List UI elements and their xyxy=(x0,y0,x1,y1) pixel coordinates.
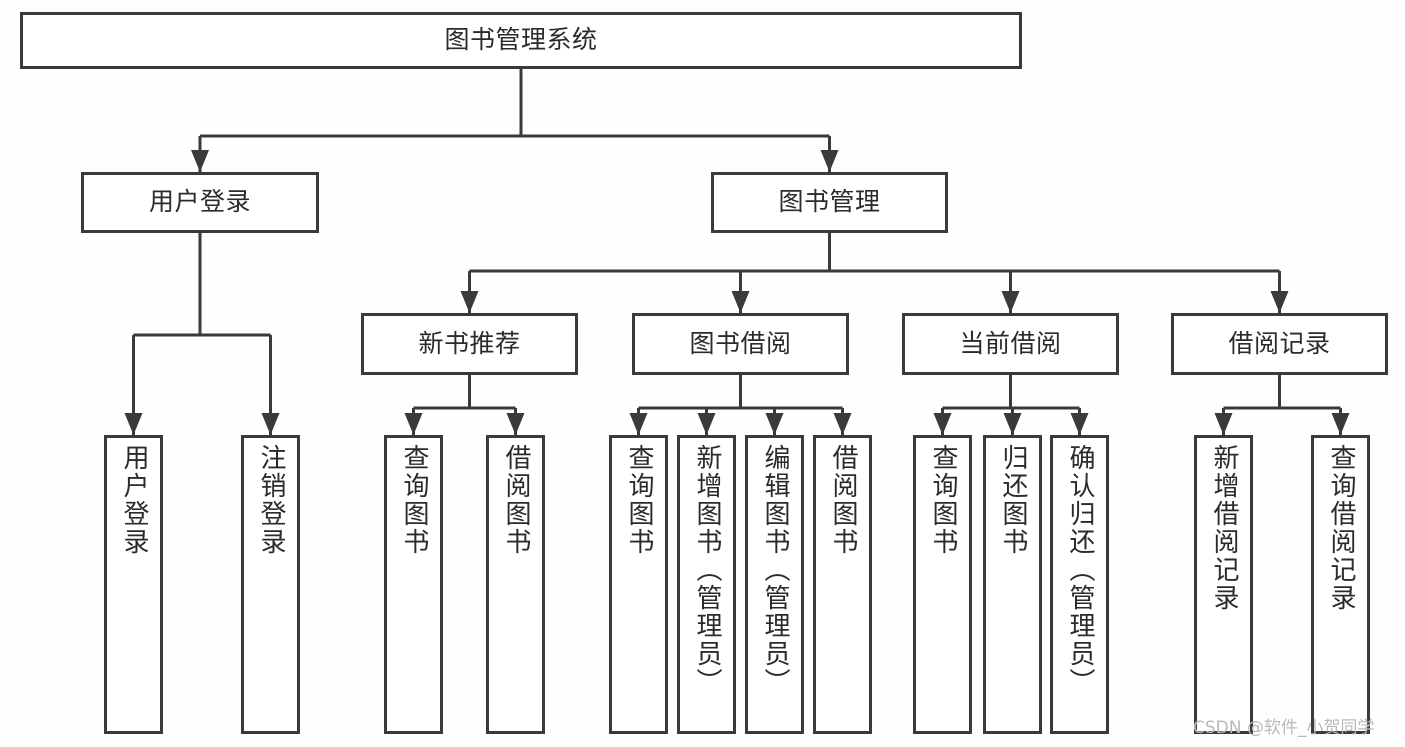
node-label: 借阅图书 xyxy=(828,444,859,556)
arrow-head-icon xyxy=(1331,413,1350,435)
arrow-head-icon xyxy=(833,413,852,435)
node-label: 新增图书（管理员） xyxy=(692,444,723,696)
arrow-head-icon xyxy=(460,291,479,313)
watermark-text: CSDN @软件_小贺同学 xyxy=(1193,718,1375,738)
node-label: 新增借阅记录 xyxy=(1209,444,1240,612)
node-n1[interactable]: 查询图书 xyxy=(384,435,443,734)
node-root[interactable]: 图书管理系统 xyxy=(20,12,1022,69)
node-r1[interactable]: 新增借阅记录 xyxy=(1194,435,1253,734)
node-label: 用户登录 xyxy=(119,444,150,556)
node-records[interactable]: 借阅记录 xyxy=(1171,313,1388,375)
node-c1[interactable]: 查询图书 xyxy=(913,435,972,734)
node-c2[interactable]: 归还图书 xyxy=(983,435,1042,734)
arrow-head-icon xyxy=(404,413,423,435)
arrow-head-icon xyxy=(629,413,648,435)
node-current[interactable]: 当前借阅 xyxy=(902,313,1119,375)
node-label: 当前借阅 xyxy=(959,328,1062,358)
arrow-head-icon xyxy=(124,413,143,435)
arrow-head-icon xyxy=(1270,291,1289,313)
arrow-head-icon xyxy=(506,413,525,435)
arrow-head-icon xyxy=(261,413,280,435)
node-label: 查询图书 xyxy=(624,444,655,556)
node-label: 图书管理系统 xyxy=(444,25,598,55)
node-b2[interactable]: 新增图书（管理员） xyxy=(677,435,736,734)
node-l2[interactable]: 注销登录 xyxy=(241,435,300,734)
node-label: 查询图书 xyxy=(928,444,959,556)
node-label: 图书借阅 xyxy=(689,328,792,358)
node-bookmgmt[interactable]: 图书管理 xyxy=(711,172,948,233)
node-c3[interactable]: 确认归还（管理员） xyxy=(1050,435,1109,734)
node-r2[interactable]: 查询借阅记录 xyxy=(1311,435,1370,734)
arrow-head-icon xyxy=(731,291,750,313)
arrow-head-icon xyxy=(1214,413,1233,435)
node-label: 借阅图书 xyxy=(501,444,532,556)
arrow-head-icon xyxy=(820,150,839,172)
node-label: 图书管理 xyxy=(778,187,881,217)
node-label: 查询借阅记录 xyxy=(1326,444,1357,612)
node-login[interactable]: 用户登录 xyxy=(81,172,319,233)
node-newbook[interactable]: 新书推荐 xyxy=(361,313,578,375)
node-l1[interactable]: 用户登录 xyxy=(104,435,163,734)
node-b1[interactable]: 查询图书 xyxy=(609,435,668,734)
arrow-head-icon xyxy=(1070,413,1089,435)
node-n2[interactable]: 借阅图书 xyxy=(486,435,545,734)
arrow-head-icon xyxy=(697,413,716,435)
arrow-head-icon xyxy=(1001,291,1020,313)
node-label: 借阅记录 xyxy=(1228,328,1331,358)
arrow-head-icon xyxy=(765,413,784,435)
node-label: 确认归还（管理员） xyxy=(1065,444,1096,696)
node-b3[interactable]: 编辑图书（管理员） xyxy=(745,435,804,734)
node-label: 编辑图书（管理员） xyxy=(760,444,791,696)
arrow-head-icon xyxy=(1003,413,1022,435)
node-label: 注销登录 xyxy=(256,444,287,556)
node-label: 归还图书 xyxy=(998,444,1029,556)
arrow-head-icon xyxy=(191,150,209,172)
node-label: 新书推荐 xyxy=(418,328,521,358)
arrow-head-icon xyxy=(933,413,952,435)
node-b4[interactable]: 借阅图书 xyxy=(813,435,872,734)
node-borrow[interactable]: 图书借阅 xyxy=(632,313,849,375)
node-label: 查询图书 xyxy=(399,444,430,556)
node-label: 用户登录 xyxy=(148,187,251,217)
